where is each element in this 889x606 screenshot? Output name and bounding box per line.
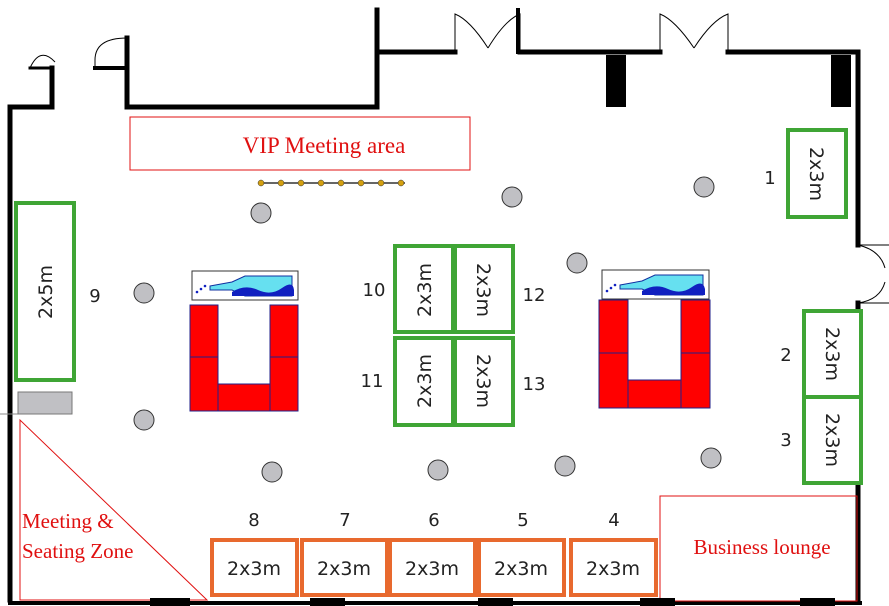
stand-4-size: 2x3m [586, 558, 640, 580]
sofa-left-5 [269, 356, 299, 412]
stanchion-post-4 [317, 179, 325, 187]
stand-10-size: 2x3m [414, 263, 436, 317]
meeting-seating-label-1: Meeting & [22, 509, 114, 533]
columns [133, 176, 722, 483]
column-7 [261, 461, 283, 483]
wall-pillar-2 [831, 55, 851, 107]
door-right-icon [857, 244, 889, 304]
column-5 [133, 282, 155, 304]
vip-meeting-label: VIP Meeting area [243, 133, 406, 158]
column-3 [693, 176, 715, 198]
stand-12-size: 2x3m [472, 263, 494, 317]
stand-9-size: 2x5m [35, 265, 57, 319]
sofa-right-1 [598, 299, 629, 354]
stand-2-size: 2x3m [821, 327, 843, 381]
lounge-right [598, 269, 711, 409]
wall-recess [124, 7, 380, 110]
stand-2-number: 2 [780, 345, 791, 366]
sofa-right-4 [680, 299, 711, 354]
wall-pillar-1 [606, 55, 626, 107]
stand-11[interactable] [393, 336, 455, 427]
stand-9-number: 9 [89, 286, 100, 307]
stand-size-labels: 2x3m 2x3m 2x3m 2x5m 2x3m 2x3m 2x3m 2x3m … [35, 147, 843, 580]
meeting-seating-label-2: Seating Zone [22, 539, 133, 563]
stand-3[interactable] [802, 395, 863, 485]
column-4 [566, 252, 588, 274]
bench [17, 391, 73, 415]
orange-stands [210, 538, 658, 597]
stand-12-number: 12 [523, 285, 546, 306]
wall-left [7, 104, 55, 603]
stand-13-size: 2x3m [472, 354, 494, 408]
column-10 [700, 447, 722, 469]
stand-8-size: 2x3m [227, 558, 281, 580]
stand-5-number: 5 [517, 510, 528, 531]
vip-meeting-zone [129, 116, 471, 171]
door-top-left-leaf-icon [29, 54, 56, 69]
sofa-right-2 [598, 352, 629, 409]
tv-wave-right-icon [642, 283, 705, 295]
business-lounge-label: Business lounge [693, 535, 830, 559]
column-8 [427, 459, 449, 481]
stanchion-rope [257, 179, 405, 187]
stand-numbers: 1 2 3 9 10 11 12 13 8 7 6 5 4 [89, 168, 791, 531]
bottom-wall-marks [150, 598, 835, 606]
stand-1-size: 2x3m [805, 147, 827, 201]
stanchion-post-8 [397, 179, 405, 187]
stand-2[interactable] [802, 309, 863, 399]
stand-4[interactable] [569, 538, 658, 597]
stand-10[interactable] [393, 244, 455, 334]
sofa-right-5 [680, 352, 711, 409]
stand-11-number: 11 [361, 371, 384, 392]
tv-wave-left-icon [232, 284, 294, 296]
stand-12[interactable] [453, 244, 515, 334]
door-double-1-icon [454, 13, 521, 52]
stand-10-number: 10 [363, 280, 386, 301]
business-lounge-zone [659, 495, 858, 602]
stand-7-number: 7 [339, 510, 350, 531]
zones: VIP Meeting area Business lounge Meeting… [19, 116, 858, 602]
doors [29, 13, 889, 304]
stand-6-number: 6 [428, 510, 439, 531]
column-6 [133, 409, 155, 431]
stand-5[interactable] [477, 538, 566, 597]
stand-5-size: 2x3m [494, 558, 548, 580]
stanchion-post-3 [297, 179, 305, 187]
stand-8[interactable] [210, 538, 299, 597]
stand-3-size: 2x3m [821, 413, 843, 467]
column-1 [250, 202, 272, 224]
sofa-left-2 [189, 356, 219, 412]
stand-3-number: 3 [780, 430, 791, 451]
green-stands [14, 128, 863, 485]
sofa-left-1 [189, 304, 219, 358]
stand-13-number: 13 [523, 374, 546, 395]
door-top-left-icon [94, 37, 128, 68]
stand-6-size: 2x3m [405, 558, 459, 580]
lounge-left [189, 270, 299, 412]
stanchion-post-7 [377, 179, 385, 187]
stand-13[interactable] [453, 336, 515, 427]
stand-11-size: 2x3m [414, 354, 436, 408]
column-2 [501, 186, 523, 208]
stand-7[interactable] [300, 538, 389, 597]
stand-1-number: 1 [764, 168, 775, 189]
meeting-seating-zone [19, 418, 209, 601]
stanchion-post-6 [357, 179, 365, 187]
sofa-left-3 [217, 383, 271, 412]
stand-7-size: 2x3m [317, 558, 371, 580]
stand-6[interactable] [388, 538, 477, 597]
stanchion-post-1 [257, 179, 265, 187]
stanchion-post-5 [337, 179, 345, 187]
stand-8-number: 8 [248, 510, 259, 531]
stanchion-post-2 [277, 179, 285, 187]
sofa-right-3 [627, 379, 682, 409]
sofa-left-4 [269, 304, 299, 358]
stand-4-number: 4 [608, 510, 619, 531]
stand-9[interactable] [14, 201, 76, 382]
column-9 [554, 455, 576, 477]
door-double-2-icon [659, 13, 729, 52]
stand-1[interactable] [786, 128, 848, 219]
